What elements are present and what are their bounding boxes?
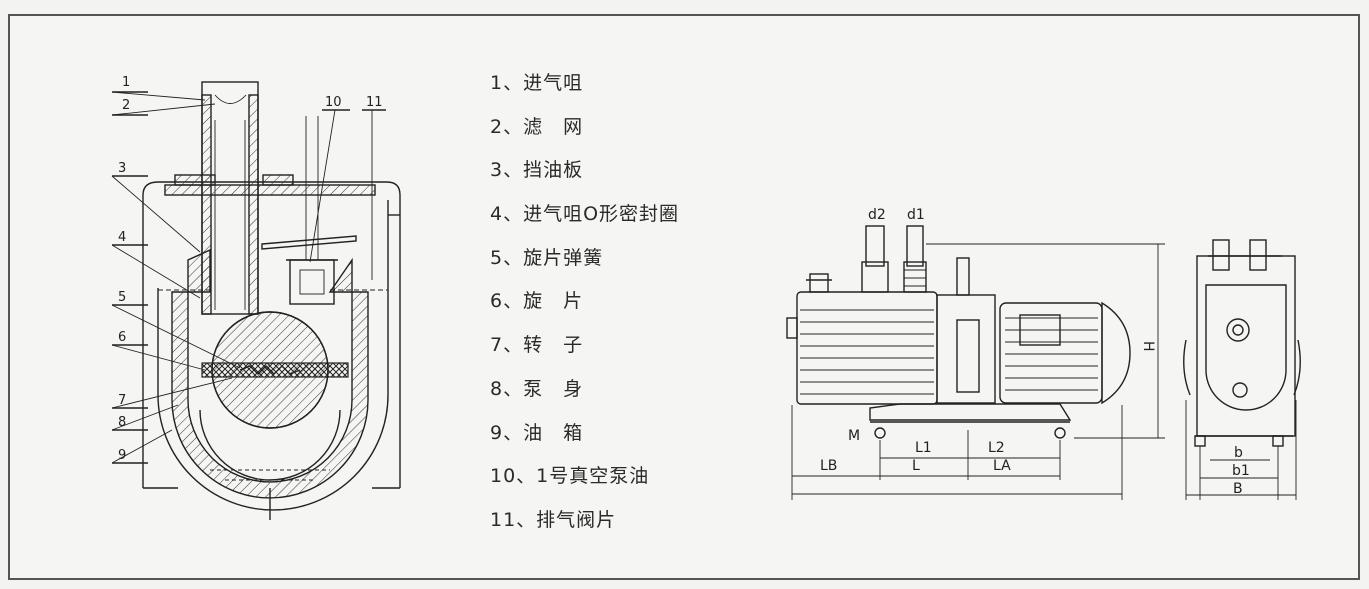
callout-7: 7	[118, 393, 126, 408]
callout-10: 10	[325, 95, 342, 110]
legend-item: 2、滤 网	[490, 115, 584, 138]
legend-item: 10、1号真空泵油	[490, 465, 650, 488]
dim-l1: L1	[915, 440, 932, 456]
callout-8: 8	[118, 415, 126, 430]
callout-6: 6	[118, 330, 126, 345]
callout-9: 9	[118, 448, 126, 463]
dim-l: L	[912, 458, 920, 474]
dim-b: b	[1234, 445, 1243, 461]
d1-nozzle	[906, 225, 924, 267]
legend-item: 3、挡油板	[490, 159, 584, 182]
pump-housing	[796, 291, 938, 405]
dim-l2: L2	[988, 440, 1005, 456]
section-view: 1 2 3 4 5 6 7 8 9 10 11	[111, 75, 401, 520]
end-view: b b1 B	[1183, 239, 1301, 500]
end-housing	[1196, 255, 1296, 437]
d2-nozzle	[865, 225, 885, 267]
pump-body	[171, 291, 369, 499]
side-view: d2 d1 H M L1 L2 LB L LA	[786, 207, 1165, 500]
dim-la: LA	[993, 458, 1011, 474]
dim-h: H	[1140, 341, 1156, 352]
legend-item: 1、进气咀	[490, 72, 584, 94]
parts-legend: 1、进气咀 2、滤 网 3、挡油板 4、进气咀O形密封圈 5、旋片弹簧 6、旋 …	[490, 68, 679, 549]
callout-2: 2	[122, 98, 130, 113]
rotary-vane	[201, 362, 349, 378]
callout-5: 5	[118, 290, 126, 305]
dim-lb: LB	[820, 458, 837, 474]
legend-item: 5、旋片弹簧	[490, 246, 604, 269]
callout-1: 1	[122, 75, 130, 90]
dim-m: M	[848, 428, 860, 444]
dim-d1: d1	[907, 207, 925, 223]
legend-item: 8、泵 身	[490, 377, 584, 400]
legend-item: 6、旋 片	[490, 290, 584, 313]
dim-b1: b1	[1232, 463, 1250, 479]
legend-item: 4、进气咀O形密封圈	[490, 203, 680, 226]
legend-item: 9、油 箱	[490, 421, 584, 444]
oil-baffle	[261, 235, 357, 250]
legend-item: 7、转 子	[490, 334, 584, 357]
callout-3: 3	[118, 161, 126, 176]
dim-B: B	[1233, 481, 1243, 497]
callout-11: 11	[366, 95, 383, 110]
dim-d2: d2	[868, 207, 886, 223]
callout-4: 4	[118, 230, 126, 245]
legend-item: 11、排气阀片	[490, 508, 617, 531]
